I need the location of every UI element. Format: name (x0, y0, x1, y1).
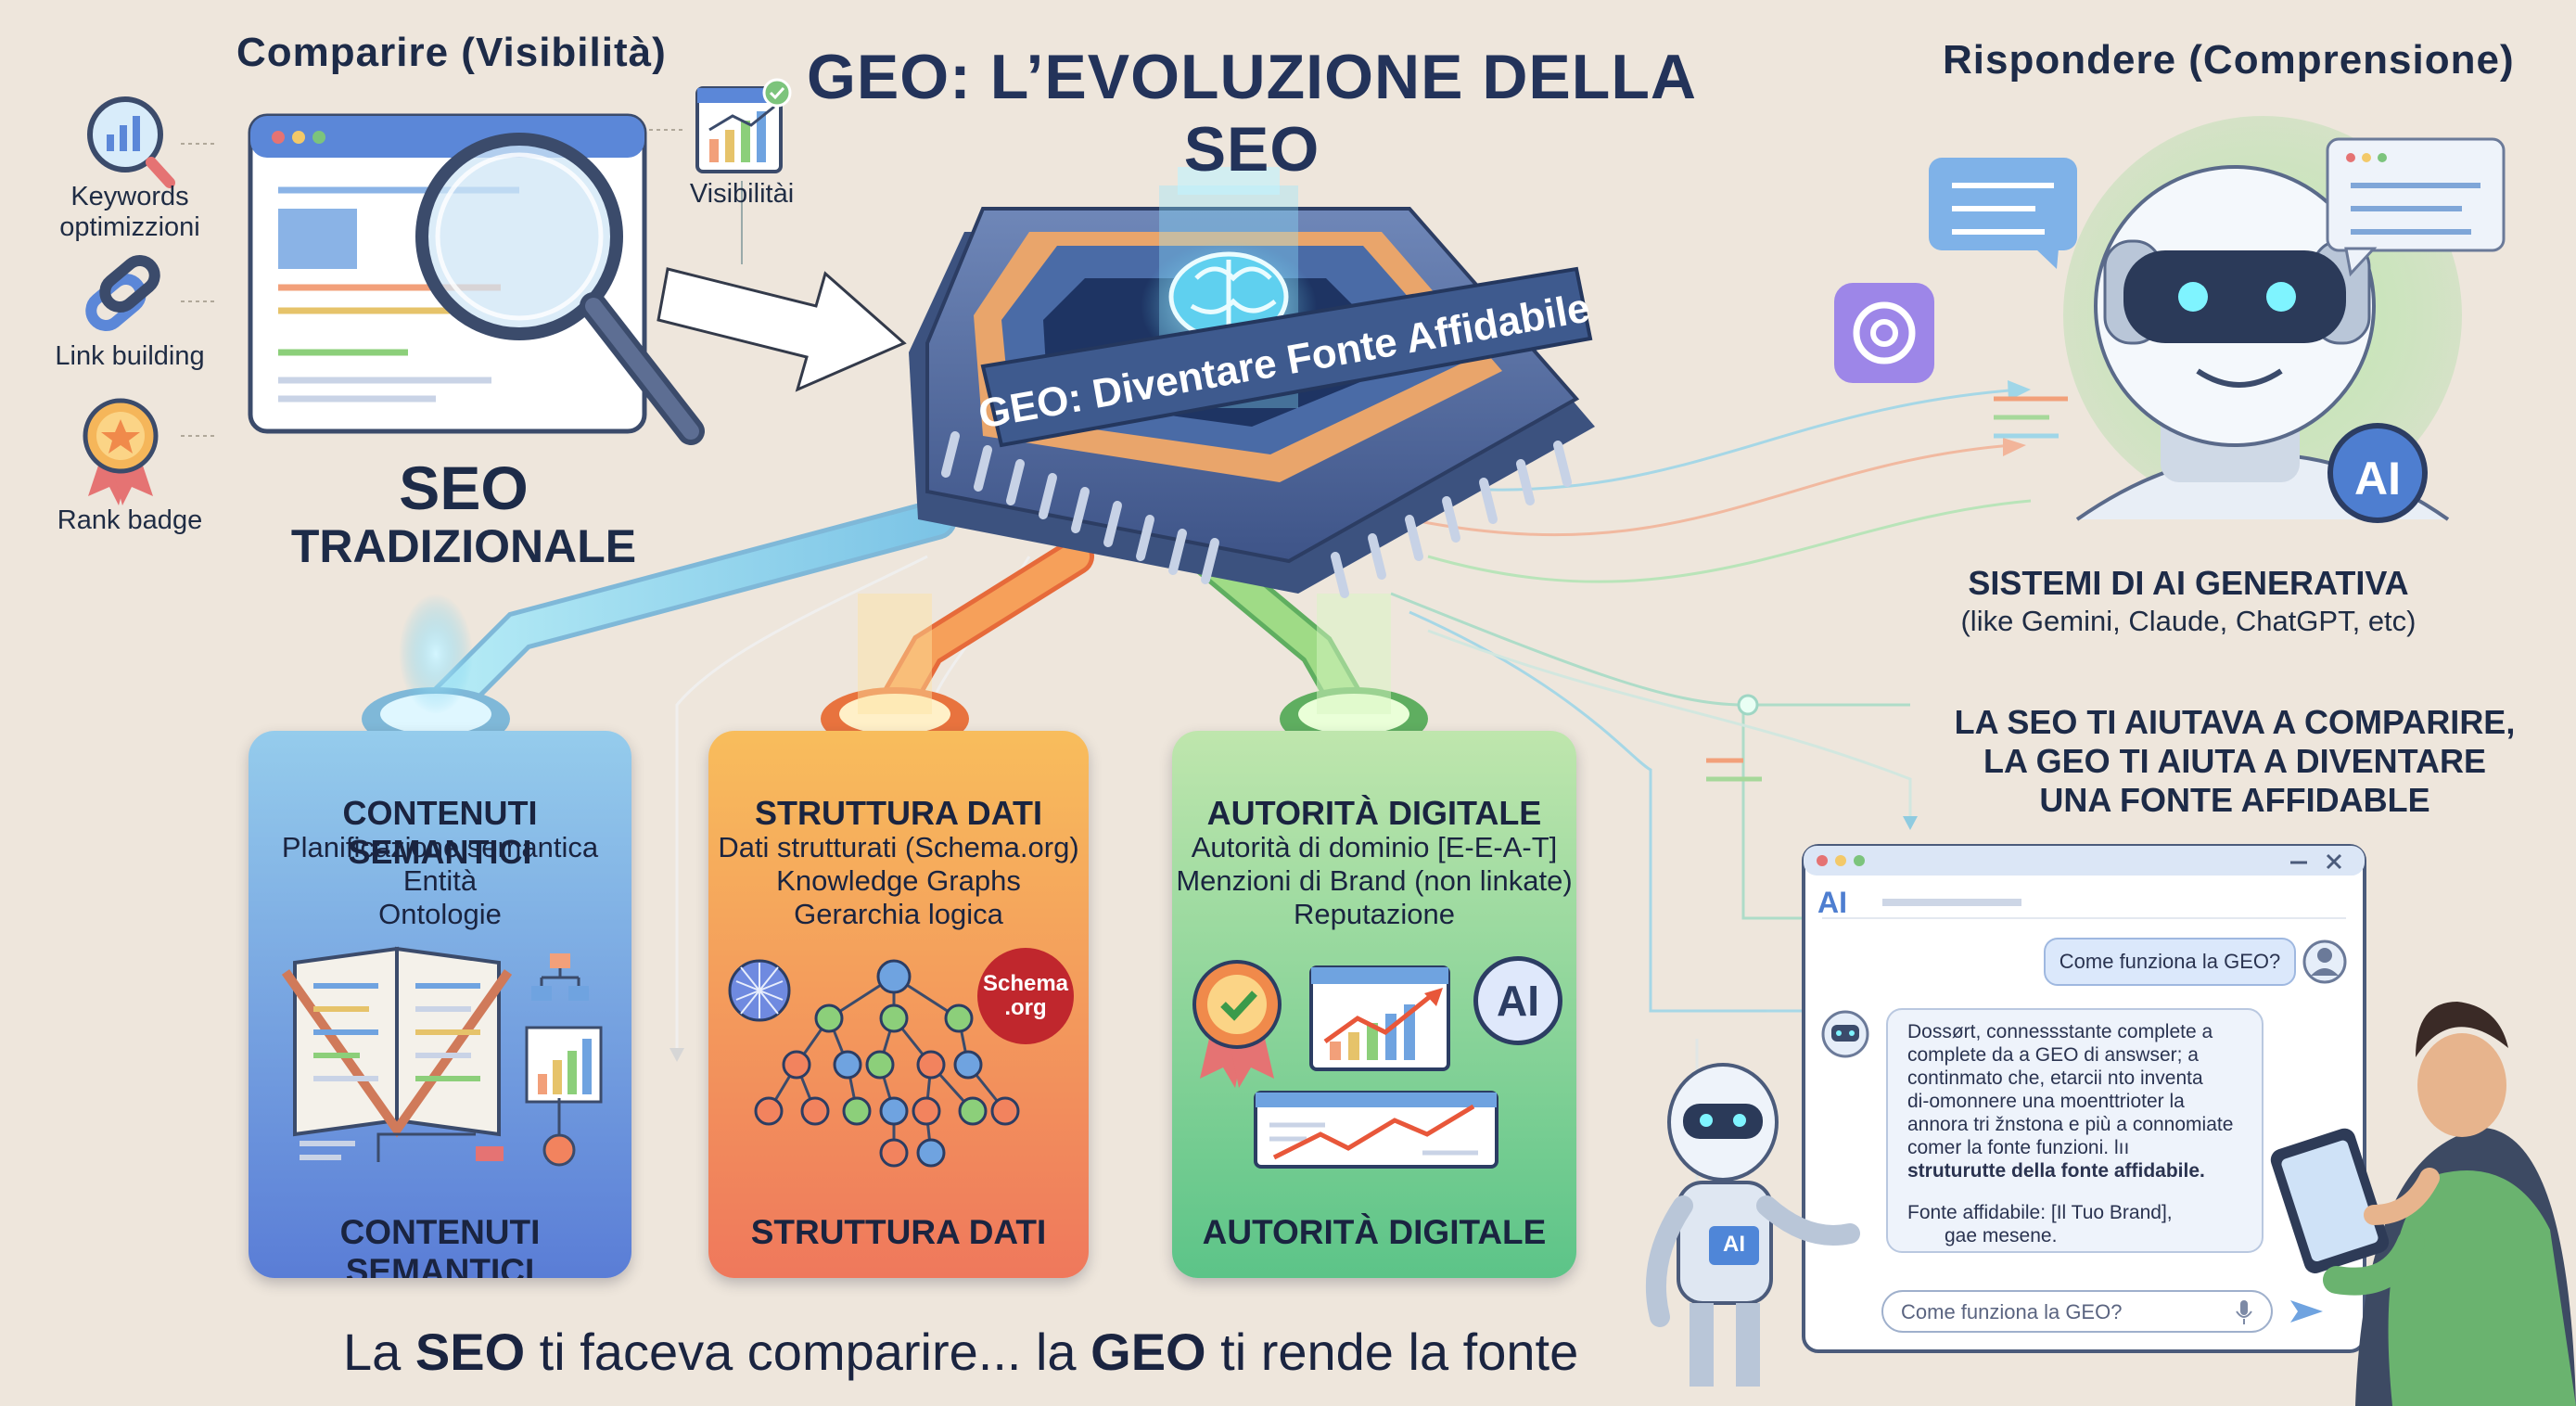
card-line: Gerarchia logica (794, 898, 1003, 930)
chat-user-question: Come funziona la GEO? (2059, 950, 2281, 973)
answer-source: Fonte affidabile: [Il Tuo Brand], (1907, 1202, 2173, 1223)
send-icon[interactable] (2287, 1297, 2326, 1326)
magnifier-chart-icon (87, 96, 175, 188)
seo-title: SEO (399, 454, 529, 522)
footer-seo: SEO (414, 1323, 526, 1381)
answer-line: di-omonnere una moenttrioter la (1907, 1091, 2185, 1112)
footer-part: ti rende la fonte (1205, 1323, 1579, 1381)
authority-icons (1192, 960, 1498, 1169)
link-building-label: Link building (55, 341, 205, 371)
card-data-structure: STRUTTURA DATI Dati strutturati (Schema.… (708, 731, 1089, 1278)
assistant-robot (1645, 1063, 1860, 1387)
microphone-icon[interactable] (2235, 1297, 2255, 1328)
answer-line: comer la fonte funzioni. lıı (1907, 1137, 2130, 1158)
card-title: CONTENUTI SEMANTICI (342, 794, 538, 871)
answer-line: annora tri žnstona e più a connomiate (1907, 1114, 2234, 1135)
card-line: Autorità di dominio [E-E-A-T] (1191, 831, 1558, 863)
page-title: GEO: L’EVOLUZIONE DELLA SEO (807, 42, 1697, 185)
trend-browser-icon (1254, 1091, 1498, 1169)
seo-subtitle: TRADIZIONALE (290, 520, 637, 572)
answer-line: continmato che, etarcii nto inventa (1907, 1067, 2203, 1089)
chat-input[interactable]: Come funziona la GEO? (1901, 1300, 2123, 1323)
ai-authority-text: AI (1497, 977, 1539, 1025)
answer-tail: gae mesene. (1945, 1225, 2058, 1246)
rank-badge-icon (83, 398, 159, 505)
answer-line: complete da a GEO di answser; a (1907, 1044, 2199, 1066)
card-title: STRUTTURA DATI (755, 794, 1042, 832)
brain-icon (1168, 251, 1289, 342)
knowledge-graph-tree-icon (728, 959, 1020, 1168)
card-line: Planificazione semantica (281, 831, 599, 863)
schema-org-text: Schema .org (982, 971, 1069, 1020)
ai-badge: AI (2327, 423, 2428, 523)
statement-line-2: LA GEO TI AIUTA A DIVENTARE (1983, 742, 2486, 780)
robot-chest-badge: AI (1723, 1232, 1745, 1257)
card-line: Entità (402, 864, 478, 897)
visibility-chart-icon (695, 78, 792, 173)
footer-tagline: La SEO ti faceva comparire... la GEO ti … (343, 1322, 1578, 1382)
card-title: AUTORITÀ DIGITALE (1206, 794, 1542, 832)
card-line: Reputazione (1293, 898, 1456, 930)
growth-chart-icon (1309, 965, 1450, 1071)
card-line: Knowledge Graphs (776, 864, 1021, 897)
card-semantic-content: CONTENUTI SEMANTICI Planificazione seman… (249, 731, 631, 1278)
left-heading: Comparire (Visibilità) (236, 30, 667, 75)
card-bottom-label: AUTORITÀ DIGITALE (1202, 1213, 1547, 1251)
schema-org-badge: Schema .org (977, 948, 1074, 1044)
card-line: Ontologie (378, 898, 502, 930)
verified-badge-icon (1192, 960, 1282, 1088)
processor-chip (909, 167, 1595, 598)
chat-answer: Dossørt, connessstante complete a comple… (1907, 1020, 2251, 1247)
keywords-label: Keywords optimizzioni (59, 182, 200, 242)
chat-window (1802, 844, 2366, 1353)
seo-geo-statement: LA SEO TI AIUTAVA A COMPARIRE, LA GEO TI… (1929, 703, 2541, 820)
person-with-tablet (2270, 1002, 2576, 1406)
chain-link-icon (85, 255, 160, 331)
right-heading: Rispondere (Comprensione) (1943, 37, 2515, 83)
chatgpt-logo-icon (1834, 283, 1934, 383)
statement-line-3: UNA FONTE AFFIDABLE (2039, 781, 2430, 819)
footer-part: La (343, 1323, 415, 1381)
visibility-label: Visibilitài (689, 179, 795, 209)
card-bottom-label: STRUTTURA DATI (750, 1213, 1047, 1251)
answer-line: struturutte della fonte affidabile. (1907, 1160, 2205, 1182)
rank-badge-label: Rank badge (57, 505, 203, 535)
card-bottom-label: CONTENUTI SEMANTICI (339, 1213, 541, 1278)
ai-authority-badge: AI (1473, 956, 1562, 1045)
open-book-icon (281, 946, 603, 1167)
card-digital-authority: AUTORITÀ DIGITALE Autorità di dominio [E… (1172, 731, 1576, 1278)
ai-systems-subtitle: (like Gemini, Claude, ChatGPT, etc) (1960, 605, 2417, 637)
card-line: Menzioni di Brand (non linkate) (1176, 864, 1573, 897)
footer-geo: GEO (1090, 1323, 1206, 1381)
ai-systems-title: SISTEMI DI AI GENERATIVA (1968, 564, 2409, 602)
ai-badge-text: AI (2354, 453, 2401, 505)
answer-line: Dossørt, connessstante complete a (1907, 1021, 2213, 1042)
seo-browser-magnifier (248, 113, 705, 445)
chat-header-ai: AI (1817, 886, 1847, 919)
card-line: Dati strutturati (Schema.org) (718, 831, 1079, 863)
statement-line-1: LA SEO TI AIUTAVA A COMPARIRE, (1954, 703, 2516, 741)
footer-part: ti faceva comparire... la (525, 1323, 1091, 1381)
